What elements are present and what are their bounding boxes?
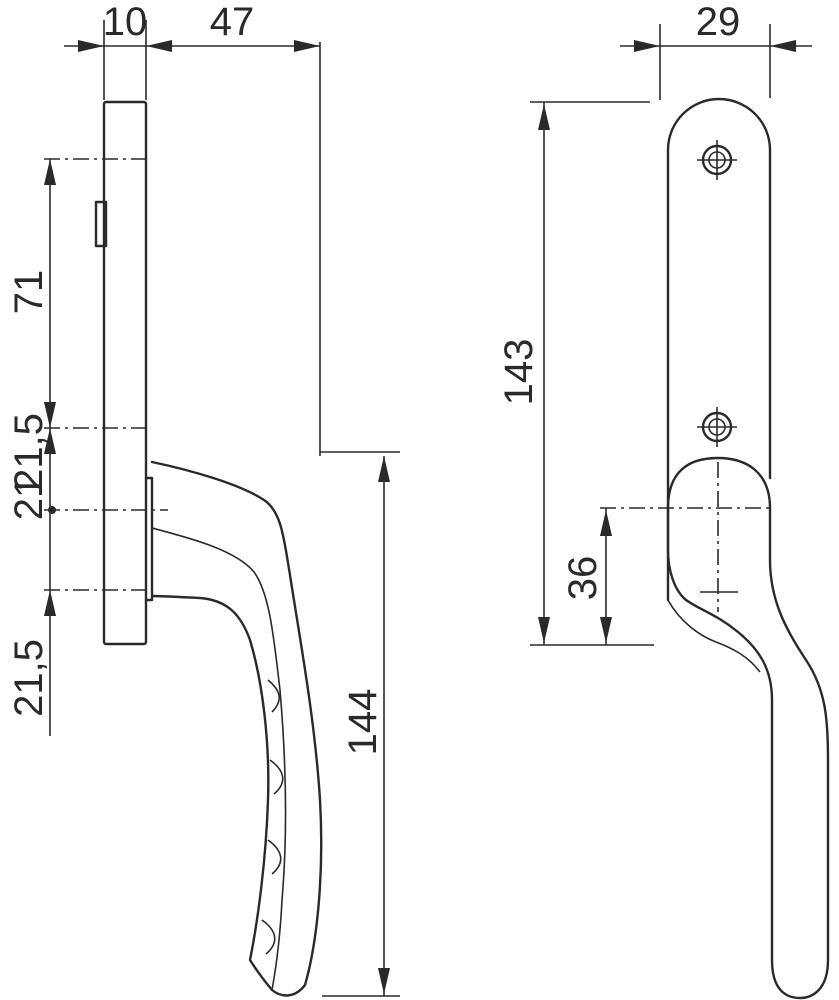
- side-base-plate: [102, 100, 148, 646]
- dim-plate-length: 143: [497, 339, 541, 406]
- dim-half-spacing-bottom: 21,5: [7, 639, 51, 717]
- dim-half-spacing-mid: 21: [7, 476, 51, 521]
- front-handle-neck: [667, 599, 761, 673]
- dim-handle-length: 144: [341, 689, 385, 756]
- side-rosette: [144, 476, 154, 602]
- side-handle-inner: [151, 527, 287, 991]
- dim-side-thickness: 10: [103, 0, 148, 44]
- dim-front-width: 29: [696, 0, 741, 44]
- front-view: 29 143 36: [497, 0, 830, 1000]
- dim-upper-offset: 71: [7, 270, 51, 315]
- dim-lower-hole-offset: 36: [561, 556, 605, 601]
- side-view: 10 47 71 21,5 21 21,5 144: [7, 0, 400, 997]
- dim-half-spacing-top: 21,5: [7, 413, 51, 491]
- side-spindle-tab: [94, 200, 108, 248]
- side-grip-ridges: [261, 679, 284, 955]
- front-handle-lever: [666, 456, 830, 1000]
- dim-side-projection: 47: [210, 0, 255, 44]
- side-handle-lever: [150, 460, 323, 997]
